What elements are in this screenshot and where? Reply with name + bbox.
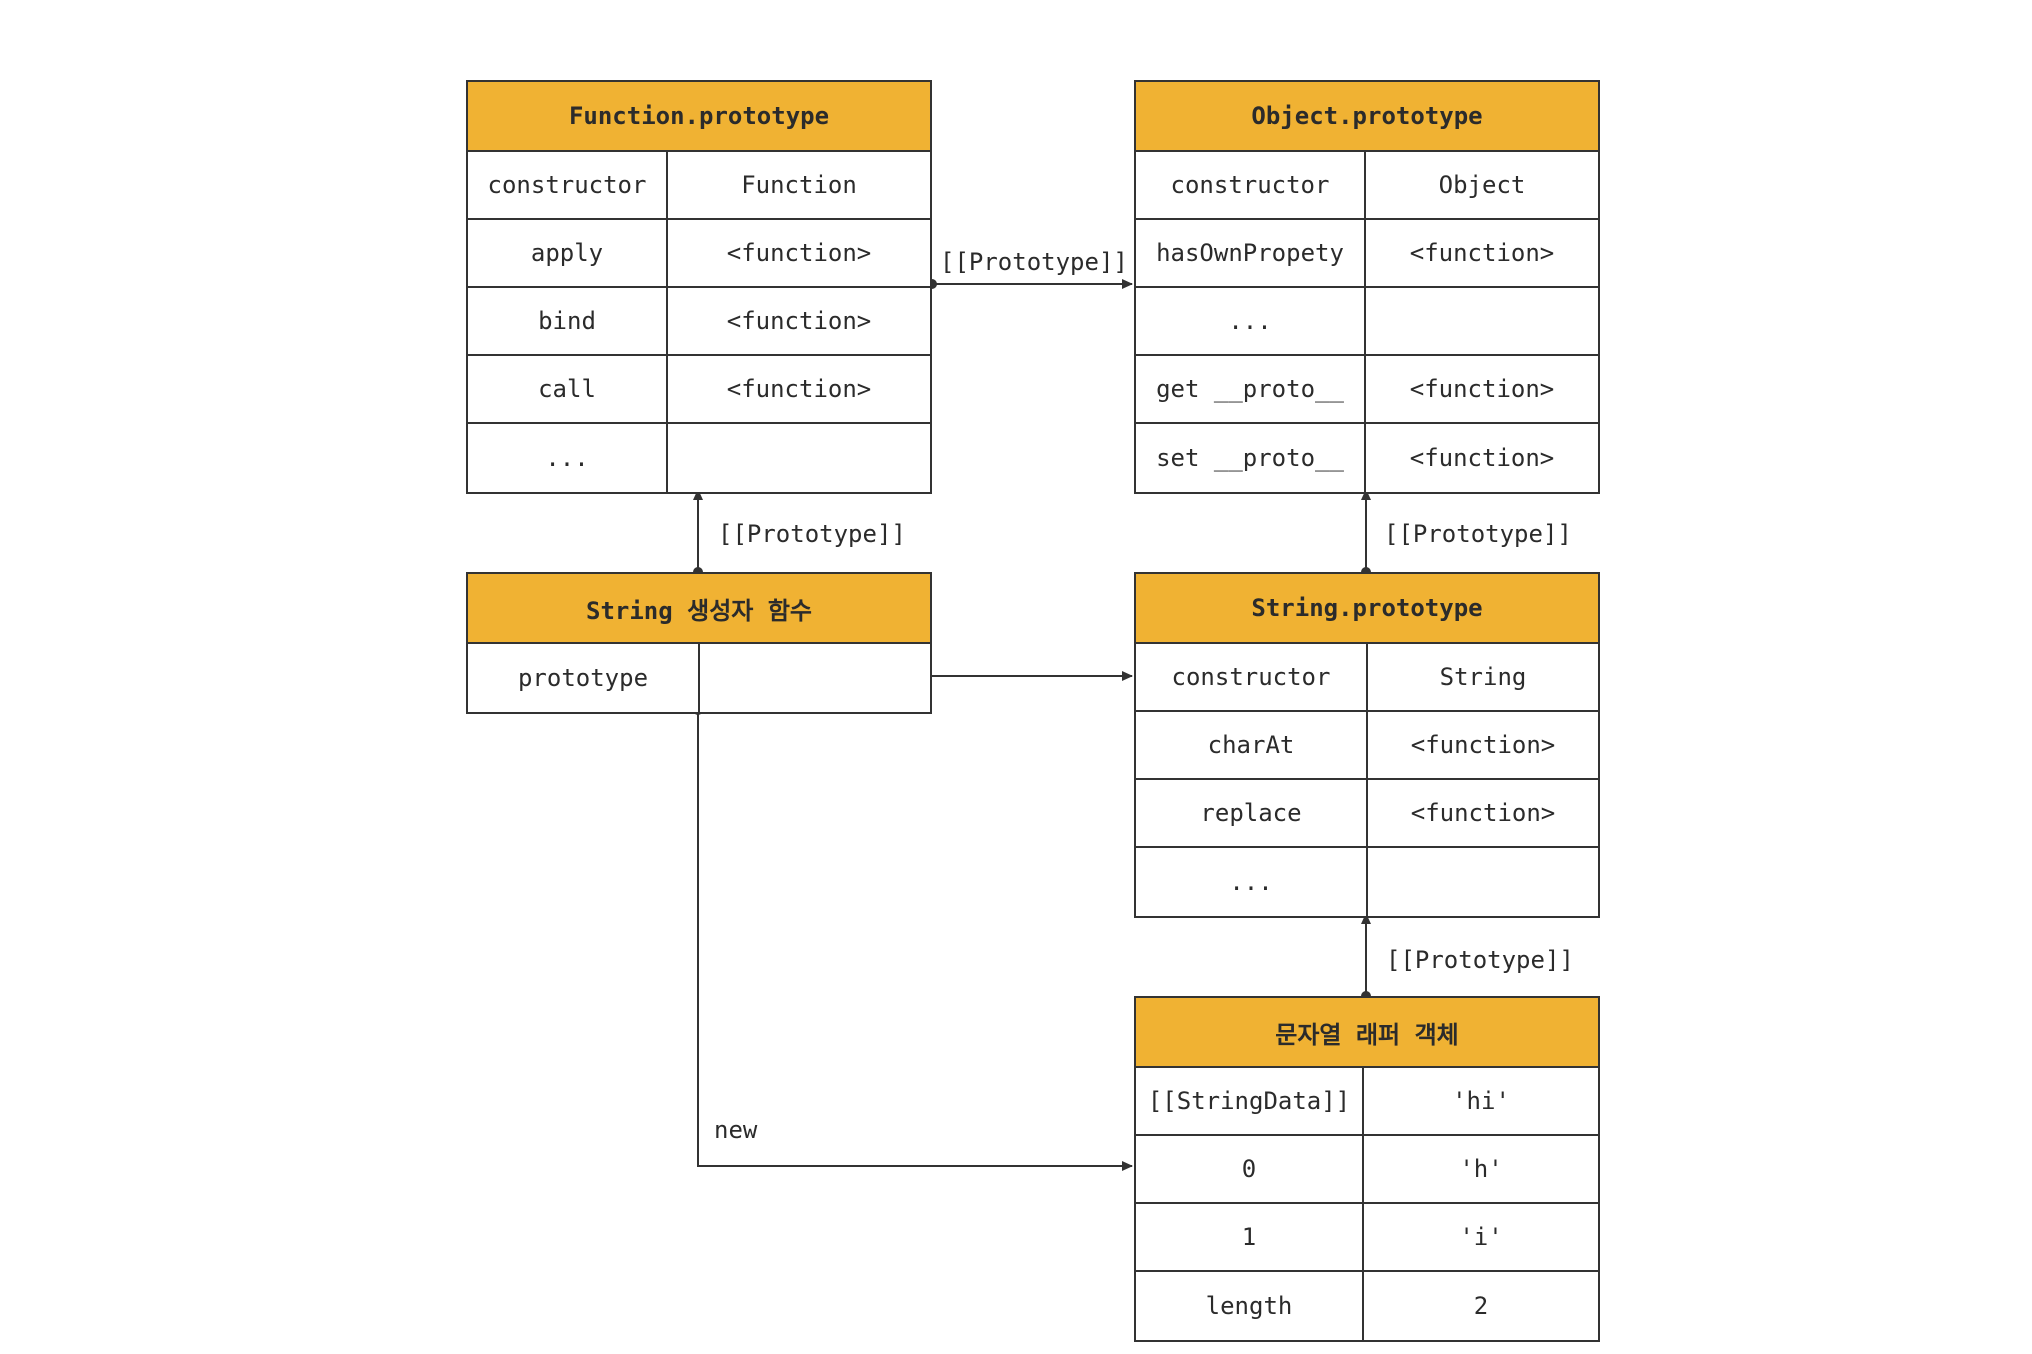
object-prototype-box: Object.prototype constructor Object hasOw…: [1134, 80, 1600, 494]
property-key: replace: [1136, 780, 1368, 846]
table-row: 0 'h': [1136, 1136, 1598, 1204]
string-prototype-box: String.prototype constructor String charA…: [1134, 572, 1600, 918]
property-value: <function>: [726, 307, 872, 335]
string-wrapper-title: 문자열 래퍼 객체: [1136, 998, 1598, 1068]
table-row: [[StringData]] 'hi': [1136, 1068, 1598, 1136]
edge-label-strproto-to-obj: [[Prototype]]: [1384, 520, 1572, 548]
table-row: constructor Function: [468, 152, 930, 220]
table-row: bind <function>: [468, 288, 930, 356]
table-row: replace <function>: [1136, 780, 1598, 848]
property-value: String: [1439, 663, 1527, 691]
property-value: 'hi': [1452, 1087, 1510, 1115]
table-row: 1 'i': [1136, 1204, 1598, 1272]
table-row: length 2: [1136, 1272, 1598, 1340]
edge-label-wrapper-to-strproto: [[Prototype]]: [1386, 946, 1574, 974]
property-key: prototype: [468, 644, 700, 712]
table-row: hasOwnPropety <function>: [1136, 220, 1598, 288]
function-prototype-box: Function.prototype constructor Function a…: [466, 80, 932, 494]
property-key: constructor: [1136, 644, 1368, 710]
edge-label-new: new: [714, 1116, 758, 1144]
property-key: apply: [468, 220, 668, 286]
edge-label-fn-to-obj: [[Prototype]]: [940, 248, 1128, 276]
table-row: set __proto__ <function>: [1136, 424, 1598, 492]
object-prototype-title: Object.prototype: [1136, 82, 1598, 152]
property-value: <function>: [726, 375, 872, 403]
table-row: charAt <function>: [1136, 712, 1598, 780]
table-row: ...: [468, 424, 930, 492]
string-wrapper-box: 문자열 래퍼 객체 [[StringData]] 'hi' 0 'h' 1 'i' l…: [1134, 996, 1600, 1342]
property-key: ...: [468, 424, 668, 492]
property-key: 0: [1136, 1136, 1364, 1202]
property-value: [700, 644, 930, 712]
property-key: bind: [468, 288, 668, 354]
table-row: constructor String: [1136, 644, 1598, 712]
table-row: apply <function>: [468, 220, 930, 288]
property-key: [[StringData]]: [1136, 1068, 1364, 1134]
edge-ctor-to-fn: [693, 489, 703, 577]
property-value: <function>: [1409, 444, 1555, 472]
property-key: 1: [1136, 1204, 1364, 1270]
edge-wrapper-to-strproto: [1361, 913, 1371, 1001]
property-key: ...: [1136, 288, 1366, 354]
table-row: constructor Object: [1136, 152, 1598, 220]
property-value: [1366, 288, 1598, 354]
property-value: 'h': [1459, 1155, 1503, 1183]
edge-label-ctor-to-fn: [[Prototype]]: [718, 520, 906, 548]
property-value: 'i': [1459, 1223, 1503, 1251]
edge-strproto-to-obj: [1361, 489, 1371, 577]
property-key: set __proto__: [1136, 424, 1366, 492]
string-constructor-title: String 생성자 함수: [468, 574, 930, 644]
table-row: call <function>: [468, 356, 930, 424]
property-key: constructor: [468, 152, 668, 218]
edge-new: [693, 705, 1133, 1171]
edge-fn-to-obj: [927, 279, 1133, 289]
property-key: constructor: [1136, 152, 1366, 218]
property-key: charAt: [1136, 712, 1368, 778]
property-value: Object: [1438, 171, 1526, 199]
table-row: prototype: [468, 644, 930, 712]
table-row: get __proto__ <function>: [1136, 356, 1598, 424]
property-key: call: [468, 356, 668, 422]
string-constructor-box: String 생성자 함수 prototype: [466, 572, 932, 714]
property-key: get __proto__: [1136, 356, 1366, 422]
property-value: <function>: [1410, 731, 1556, 759]
property-value: [1368, 848, 1598, 916]
table-row: ...: [1136, 848, 1598, 916]
property-value: <function>: [1409, 375, 1555, 403]
property-key: ...: [1136, 848, 1368, 916]
property-value: 2: [1473, 1292, 1489, 1320]
property-key: hasOwnPropety: [1136, 220, 1366, 286]
property-value: <function>: [726, 239, 872, 267]
table-row: ...: [1136, 288, 1598, 356]
property-value: Function: [741, 171, 857, 199]
function-prototype-title: Function.prototype: [468, 82, 930, 152]
property-value: [668, 424, 930, 492]
property-value: <function>: [1409, 239, 1555, 267]
string-prototype-title: String.prototype: [1136, 574, 1598, 644]
property-value: <function>: [1410, 799, 1556, 827]
property-key: length: [1136, 1272, 1364, 1340]
